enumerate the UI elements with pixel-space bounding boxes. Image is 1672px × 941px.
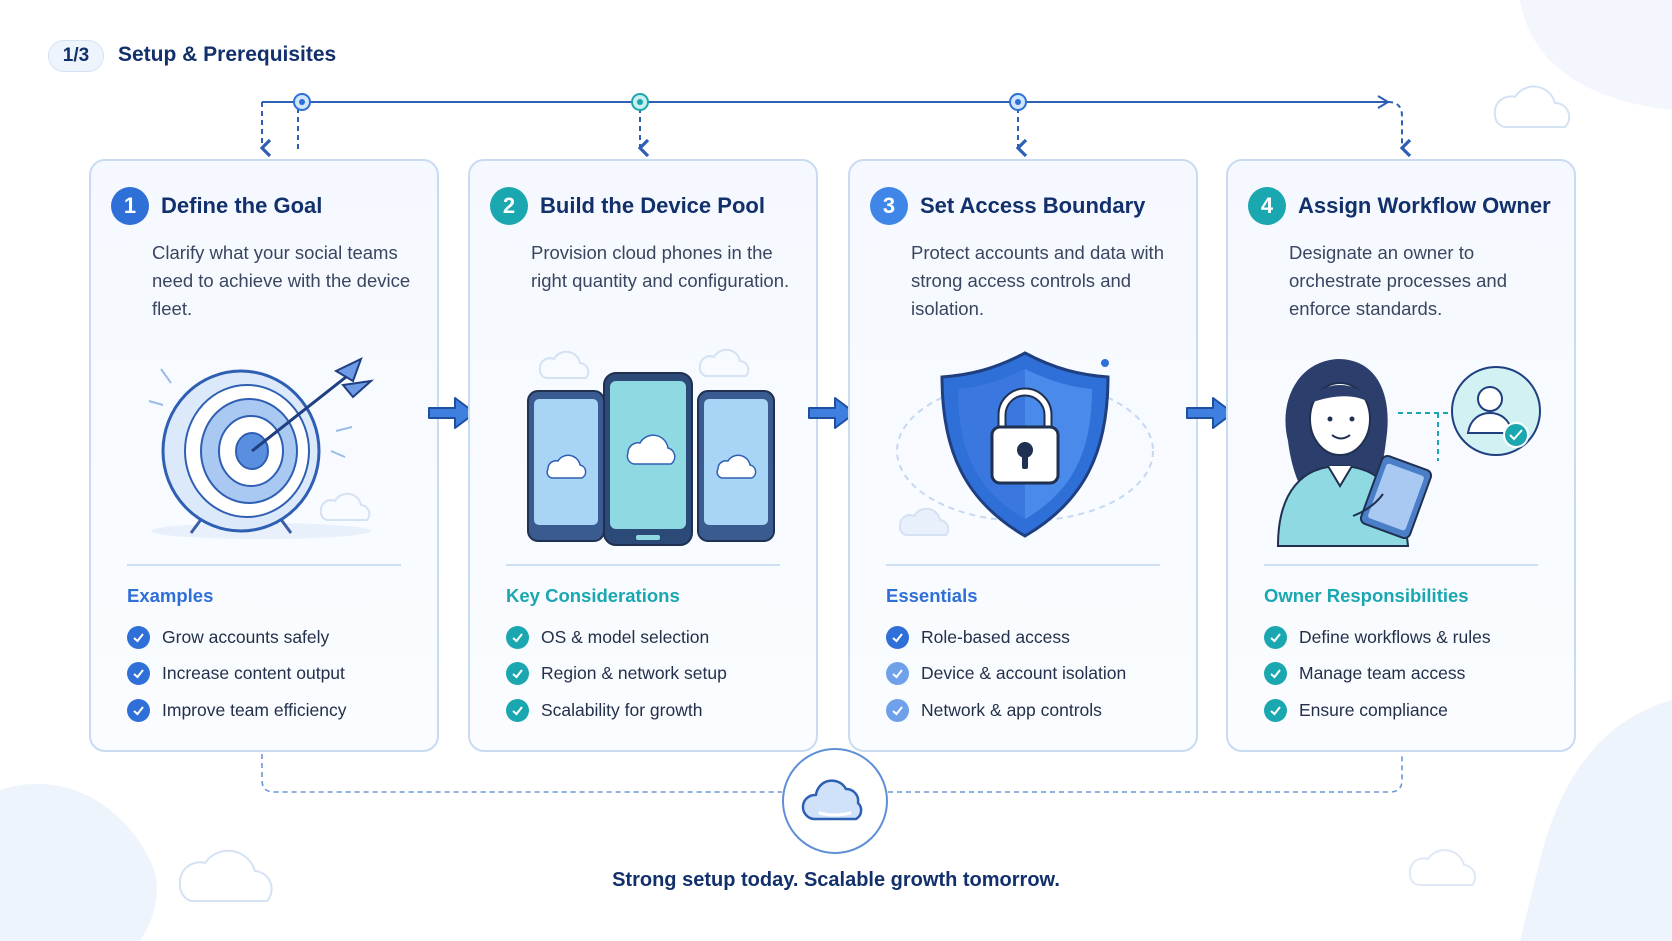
card-title: Define the Goal xyxy=(161,193,323,218)
list-item-text: OS & model selection xyxy=(541,626,710,647)
list-item: Network & app controls xyxy=(886,692,1126,729)
card-description: Provision cloud phones in the right quan… xyxy=(531,242,790,291)
target-icon xyxy=(121,341,411,711)
list-item: Grow accounts safely xyxy=(127,619,346,656)
check-icon xyxy=(886,625,909,649)
list-item: Manage team access xyxy=(1264,656,1491,693)
flow-arrow-icon xyxy=(428,397,476,429)
card-description: Designate an owner to orchestrate proces… xyxy=(1289,242,1508,319)
flow-arrow-icon xyxy=(808,397,856,429)
check-icon xyxy=(1264,662,1287,686)
list-item: Ensure compliance xyxy=(1264,692,1491,729)
check-icon xyxy=(506,625,529,649)
list-item-text: Role-based access xyxy=(921,626,1070,647)
check-icon xyxy=(886,662,909,686)
section-label: Key Considerations xyxy=(506,585,680,606)
list-item: Device & account isolation xyxy=(886,656,1126,693)
step-card-access-boundary: 3 Set Access Boundary Protect accounts a… xyxy=(848,159,1198,752)
workflow-owner-icon xyxy=(1258,341,1548,711)
step-card-define-goal: 1 Define the Goal Clarify what your soci… xyxy=(89,159,439,752)
footer-tagline: Strong setup today. Scalable growth tomo… xyxy=(612,869,1060,891)
step-card-workflow-owner: 4 Assign Workflow Owner Designate an own… xyxy=(1226,159,1576,752)
card-description: Protect accounts and data with strong ac… xyxy=(911,242,1164,319)
list-item-text: Scalability for growth xyxy=(541,699,703,720)
list-item-text: Network & app controls xyxy=(921,699,1102,720)
check-list: Role-based access Device & account isola… xyxy=(886,619,1126,729)
card-divider xyxy=(886,564,1160,566)
list-item-text: Grow accounts safely xyxy=(162,626,330,647)
list-item-text: Increase content output xyxy=(162,663,345,684)
check-icon xyxy=(886,698,909,722)
check-icon xyxy=(506,662,529,686)
card-description: Clarify what your social teams need to a… xyxy=(152,242,411,319)
card-title: Assign Workflow Owner xyxy=(1298,193,1551,218)
list-item: Define workflows & rules xyxy=(1264,619,1491,656)
cloud-phones-icon xyxy=(500,341,790,711)
check-list: OS & model selection Region & network se… xyxy=(506,619,727,729)
card-divider xyxy=(506,564,780,566)
step-card-device-pool: 2 Build the Device Pool Provision cloud … xyxy=(468,159,818,752)
list-item: OS & model selection xyxy=(506,619,727,656)
list-item-text: Region & network setup xyxy=(541,663,727,684)
card-divider xyxy=(1264,564,1538,566)
step-indicator: 1/3 xyxy=(48,40,104,72)
check-icon xyxy=(127,662,150,686)
list-item-text: Ensure compliance xyxy=(1299,699,1448,720)
card-title: Build the Device Pool xyxy=(540,193,765,218)
check-list: Define workflows & rules Manage team acc… xyxy=(1264,619,1491,729)
page-title: Setup & Prerequisites xyxy=(118,43,337,66)
check-icon xyxy=(127,698,150,722)
section-label: Essentials xyxy=(886,585,978,606)
check-icon xyxy=(506,698,529,722)
list-item-text: Improve team efficiency xyxy=(162,699,347,720)
list-item: Region & network setup xyxy=(506,656,727,693)
list-item: Scalability for growth xyxy=(506,692,727,729)
list-item-text: Device & account isolation xyxy=(921,663,1127,684)
list-item-text: Manage team access xyxy=(1299,663,1466,684)
list-item-text: Define workflows & rules xyxy=(1299,626,1491,647)
section-label: Owner Responsibilities xyxy=(1264,585,1469,606)
step-number-badge: 3 xyxy=(870,187,908,225)
card-divider xyxy=(127,564,401,566)
list-item: Improve team efficiency xyxy=(127,692,346,729)
step-number-badge: 4 xyxy=(1248,187,1286,225)
step-number-badge: 2 xyxy=(490,187,528,225)
flow-arrow-icon xyxy=(1186,397,1234,429)
shield-lock-icon xyxy=(880,341,1170,711)
card-title: Set Access Boundary xyxy=(920,193,1146,218)
step-number-badge: 1 xyxy=(111,187,149,225)
list-item: Role-based access xyxy=(886,619,1126,656)
check-icon xyxy=(127,625,150,649)
check-icon xyxy=(1264,698,1287,722)
list-item: Increase content output xyxy=(127,656,346,693)
cloud-icon xyxy=(782,748,888,854)
check-icon xyxy=(1264,625,1287,649)
section-label: Examples xyxy=(127,585,214,606)
check-list: Grow accounts safely Increase content ou… xyxy=(127,619,346,729)
